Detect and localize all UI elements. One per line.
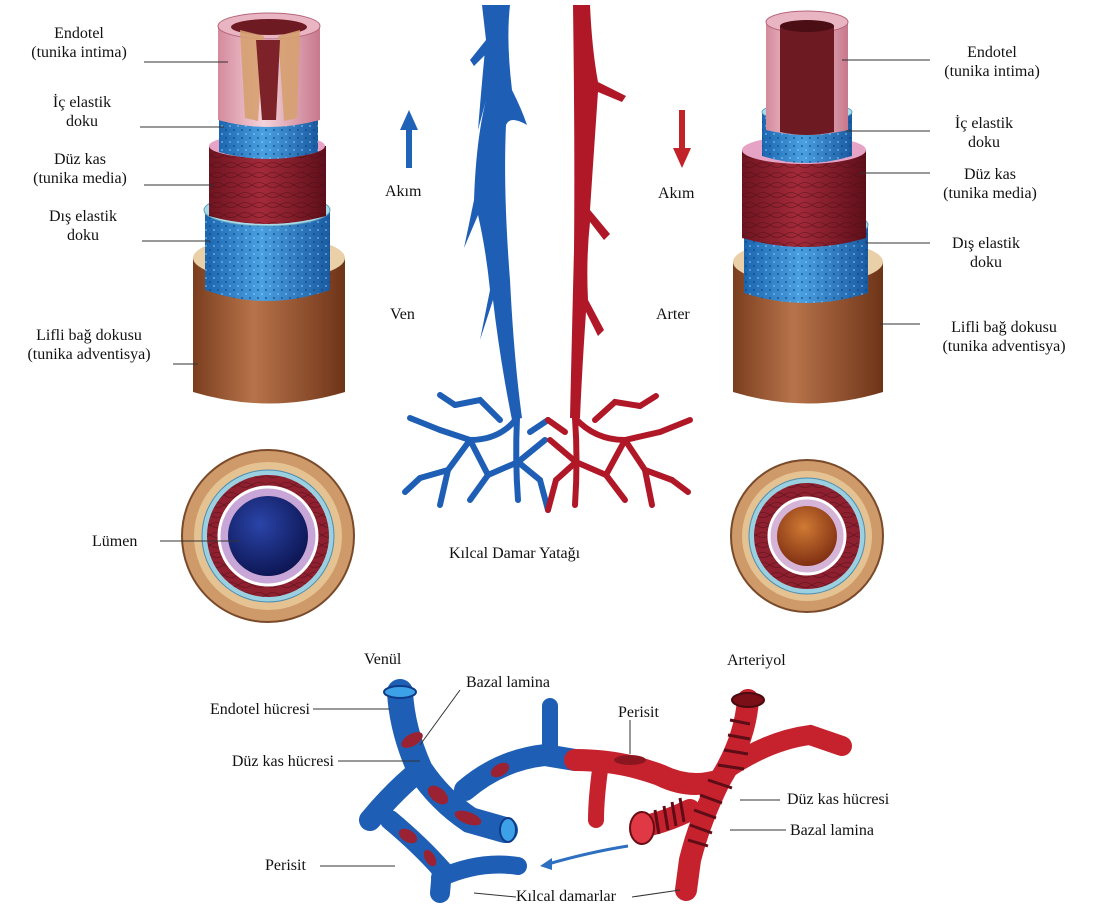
artery-outer-elastic-line2: doku bbox=[932, 253, 1040, 272]
basal-lamina-right-label: Bazal lamina bbox=[790, 821, 874, 840]
capillary-bed-label: Kılcal Damar Yatağı bbox=[449, 544, 580, 563]
vein-outer-elastic-label: Dış elastik doku bbox=[28, 207, 138, 245]
smooth-muscle-cell-left-label: Düz kas hücresi bbox=[180, 752, 334, 771]
artery-smooth-muscle-line1: Düz kas bbox=[930, 165, 1050, 184]
pericyte-top-label: Perisit bbox=[618, 703, 659, 722]
artery-lumen bbox=[777, 506, 837, 566]
artery-inner-elastic-line1: İç elastik bbox=[930, 114, 1038, 133]
vein-layer-stack bbox=[193, 13, 345, 404]
venule-network bbox=[370, 686, 575, 893]
vein-connective-label: Lifli bağ dokusu (tunika adventisya) bbox=[8, 326, 170, 364]
artery-outer-elastic-label: Dış elastik doku bbox=[932, 234, 1040, 272]
vein-endothelium-line1: Endotel bbox=[20, 24, 138, 43]
artery-connective-label: Lifli bağ dokusu (tunika adventisya) bbox=[922, 318, 1086, 356]
artery-layer-stack bbox=[733, 11, 883, 404]
lumen-label: Lümen bbox=[92, 532, 137, 551]
artery-label: Arter bbox=[656, 305, 690, 324]
vein-smooth-muscle-line1: Düz kas bbox=[20, 150, 140, 169]
artery-inner-elastic-line2: doku bbox=[930, 133, 1038, 152]
artery-endothelium-line1: Endotel bbox=[932, 43, 1052, 62]
vein-label: Ven bbox=[390, 305, 415, 324]
basal-lamina-left-label: Bazal lamina bbox=[466, 673, 550, 692]
vein-outer-elastic-line2: doku bbox=[28, 226, 138, 245]
vein-endothelium-label: Endotel (tunika intima) bbox=[20, 24, 138, 62]
flow-arrow-icon bbox=[540, 846, 628, 870]
vein-lumen bbox=[228, 496, 308, 576]
artery-smooth-muscle-label: Düz kas (tunika media) bbox=[930, 165, 1050, 203]
smooth-muscle-cell-right-label: Düz kas hücresi bbox=[787, 790, 889, 809]
flow-label-right: Akım bbox=[658, 184, 694, 203]
artery-inner-elastic-label: İç elastik doku bbox=[930, 114, 1038, 152]
vein-inner-elastic-line2: doku bbox=[28, 112, 136, 131]
vein-inner-elastic-line1: İç elastik bbox=[28, 93, 136, 112]
artery-endothelium-line2: (tunika intima) bbox=[932, 62, 1052, 81]
artery-smooth-muscle-line2: (tunika media) bbox=[930, 184, 1050, 203]
vein-outer-elastic-line1: Dış elastik bbox=[28, 207, 138, 226]
arteriole-label: Arteriyol bbox=[727, 651, 786, 670]
artery-connective-line2: (tunika adventisya) bbox=[922, 337, 1086, 356]
artery-trunk bbox=[570, 5, 626, 418]
vein-cross-section bbox=[182, 450, 354, 622]
flow-label-left: Akım bbox=[385, 182, 421, 201]
venule-label: Venül bbox=[364, 650, 401, 669]
capillary-bed bbox=[405, 395, 690, 510]
vein-smooth-muscle-line2: (tunika media) bbox=[20, 169, 140, 188]
up-arrow-icon bbox=[400, 110, 418, 168]
endothelial-cell-label: Endotel hücresi bbox=[160, 700, 310, 719]
vein-smooth-muscle-label: Düz kas (tunika media) bbox=[20, 150, 140, 188]
capillaries-label: Kılcal damarlar bbox=[516, 887, 616, 906]
vein-trunk bbox=[464, 5, 527, 420]
vein-connective-line1: Lifli bağ dokusu bbox=[8, 326, 170, 345]
vein-endothelium-line2: (tunika intima) bbox=[20, 43, 138, 62]
vein-inner-elastic-label: İç elastik doku bbox=[28, 93, 136, 131]
artery-endothelium-label: Endotel (tunika intima) bbox=[932, 43, 1052, 81]
pericyte-left-label: Perisit bbox=[265, 856, 306, 875]
down-arrow-icon bbox=[673, 110, 691, 168]
artery-cross-section bbox=[731, 460, 883, 612]
arteriole-pericyte bbox=[614, 755, 646, 765]
vein-connective-line2: (tunika adventisya) bbox=[8, 345, 170, 364]
artery-connective-line1: Lifli bağ dokusu bbox=[922, 318, 1086, 337]
artery-outer-elastic-line1: Dış elastik bbox=[932, 234, 1040, 253]
